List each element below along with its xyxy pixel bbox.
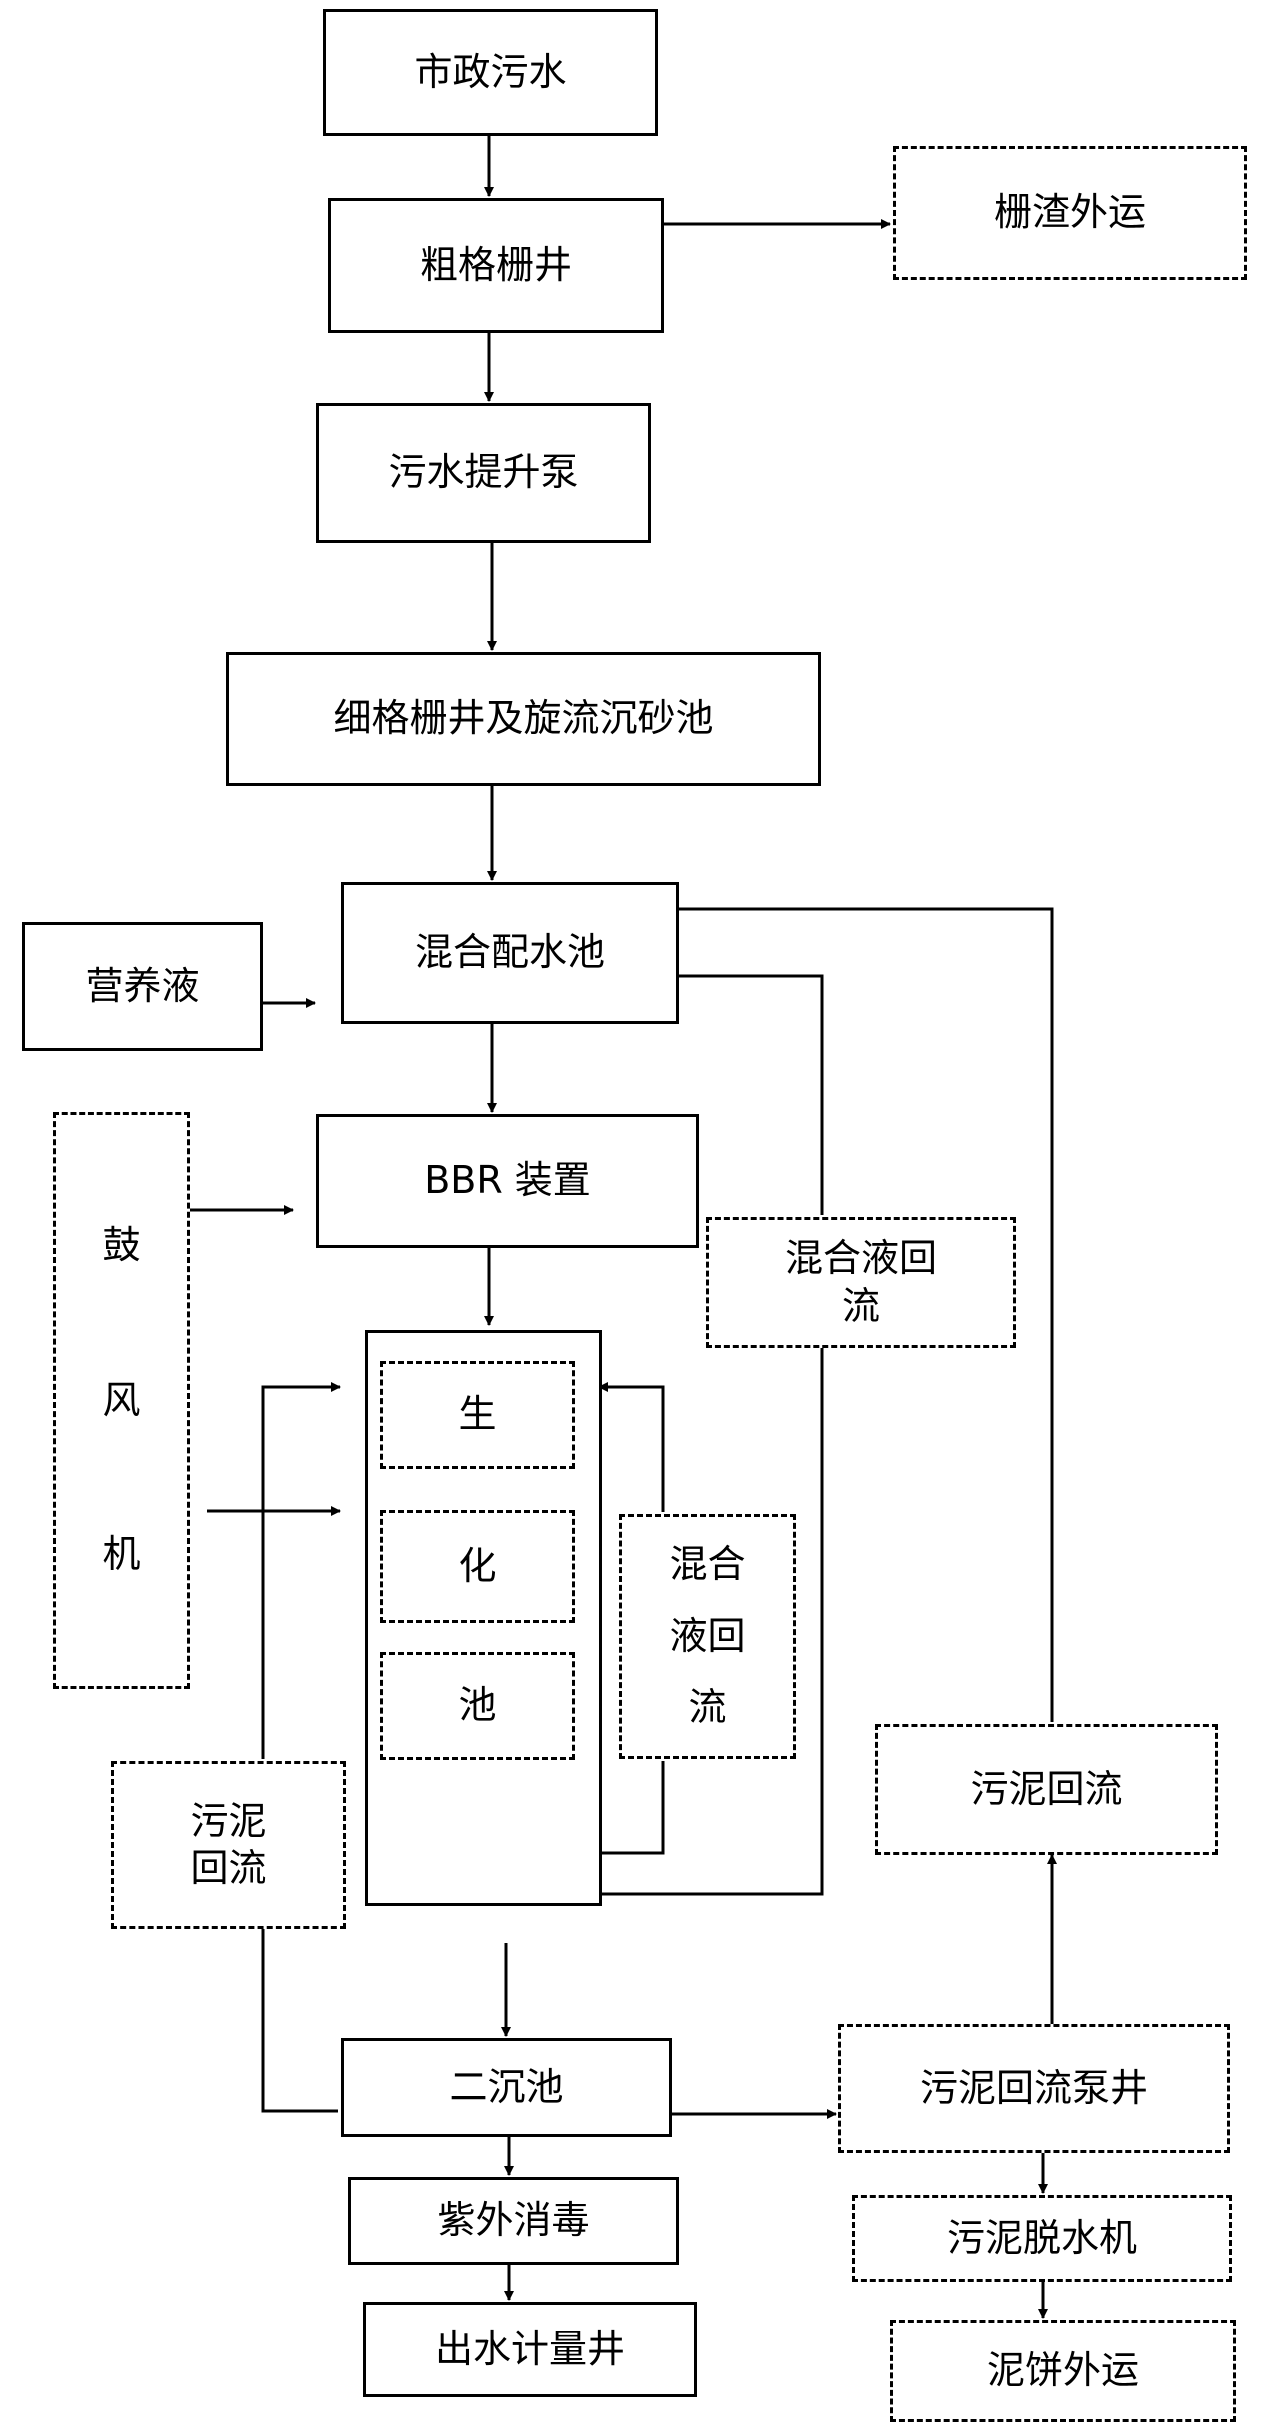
arrow-outer-return-to-mixing [668,971,824,1215]
node-mixed-liquor-return-inner: 混合 液回 流 [619,1514,796,1759]
node-screenings-removal: 栅渣外运 [893,146,1247,280]
node-nutrient-solution: 营养液 [22,922,263,1051]
blower-char-3: 机 [102,1532,141,1577]
mixed-liquor-return-top-line1: 混合液回 [784,1236,937,1280]
line-outer-return-lower [602,1337,824,1896]
node-uv-disinfection: 紫外消毒 [348,2177,679,2265]
node-mixing-distribution-tank: 混合配水池 [341,882,679,1024]
node-sludge-cake-removal: 泥饼外运 [890,2320,1236,2422]
node-secondary-clarifier: 二沉池 [341,2038,672,2137]
line-inner-return-lower [602,1761,665,1855]
node-sludge-dewatering: 污泥脱水机 [852,2195,1232,2282]
node-mixed-liquor-return-top: 混合液回 流 [706,1217,1016,1348]
sludge-return-left-line1: 污泥 [190,1798,267,1843]
arrow-sludge-return-to-mixing [668,904,1054,1722]
node-blower: 鼓 风 机 [53,1112,190,1689]
arrow-inner-return-to-biotank [598,1382,665,1512]
node-effluent-metering-well: 出水计量井 [363,2302,697,2397]
node-sewage-lift-pump: 污水提升泵 [316,403,651,543]
blower-char-1: 鼓 [102,1223,141,1268]
inner-return-line3: 流 [688,1685,727,1730]
node-bio-tank-char-2: 化 [380,1510,575,1623]
mixed-liquor-return-top-line2: 流 [841,1283,880,1328]
node-sludge-return-right: 污泥回流 [875,1724,1218,1855]
blower-char-2: 风 [102,1377,141,1422]
node-coarse-screen-well: 粗格栅井 [328,198,664,333]
line-sludge-return-left-lower [261,1929,338,2113]
inner-return-line2: 液回 [669,1613,746,1658]
inner-return-line1: 混合 [669,1542,746,1587]
sludge-return-left-line2: 回流 [190,1846,267,1890]
node-bio-tank-char-1: 生 [380,1361,575,1469]
node-fine-screen-grit: 细格栅井及旋流沉砂池 [226,652,821,786]
node-bbr-device: BBR 装置 [316,1114,699,1248]
node-municipal-sewage: 市政污水 [323,9,658,136]
node-sludge-return-pump-well: 污泥回流泵井 [838,2024,1230,2153]
node-bio-tank-char-3: 池 [380,1652,575,1760]
arrow-sludge-return-to-biotank [261,1382,341,1759]
node-sludge-return-left: 污泥 回流 [111,1761,346,1929]
